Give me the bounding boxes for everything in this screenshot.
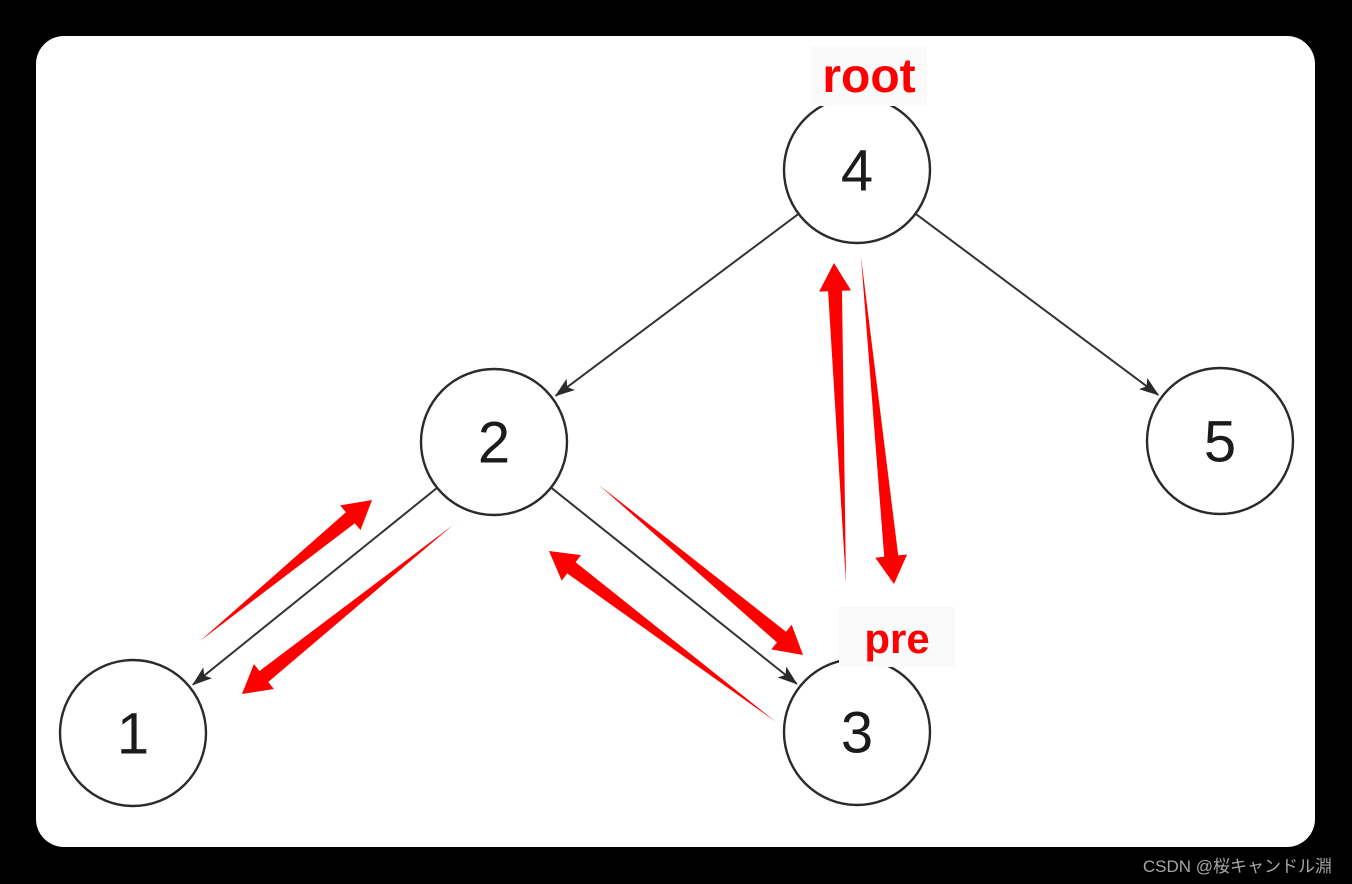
node-label-5: 5 — [1204, 409, 1236, 474]
traversal-arrow-up-1-to-2 — [200, 500, 372, 641]
tree-node-2: 2 — [419, 367, 569, 517]
node-circle-5 — [1145, 366, 1295, 516]
tree-edge-4-2 — [554, 213, 799, 397]
node-label-4: 4 — [841, 138, 873, 203]
annotation-pre: pre — [864, 615, 929, 662]
node-label-2: 2 — [478, 410, 510, 475]
diagram-panel — [36, 36, 1315, 847]
tree-node-4: 4 — [782, 95, 932, 245]
annotations-layer: root pre — [811, 46, 955, 667]
traversal-arrows-layer — [200, 257, 908, 722]
tree-node-5: 5 — [1145, 366, 1295, 516]
traversal-arrow-down-4-to-pre — [861, 257, 908, 584]
traversal-arrow-up-3-to-4 — [819, 263, 851, 584]
node-circle-1 — [58, 658, 208, 808]
annotation-box — [811, 46, 927, 106]
annotation-box — [839, 607, 955, 667]
traversal-arrow-up-3-to-2 — [549, 551, 776, 722]
node-label-3: 3 — [841, 700, 873, 765]
watermark: CSDN @桜キャンドル淵 — [1143, 857, 1332, 876]
tree-edge-2-1 — [192, 487, 438, 686]
tree-nodes-layer: 4 2 5 1 3 — [58, 95, 1295, 808]
tree-edge-4-5 — [915, 213, 1160, 396]
annotation-root: root — [822, 50, 915, 103]
node-circle-2 — [419, 367, 569, 517]
tree-node-3: 3 — [782, 657, 932, 807]
tree-edges-layer — [192, 213, 1160, 686]
traversal-arrow-down-2-to-3 — [599, 485, 803, 655]
node-label-1: 1 — [117, 701, 149, 766]
tree-edge-2-3 — [551, 487, 798, 685]
traversal-arrow-down-2-to-1 — [242, 525, 453, 694]
tree-node-1: 1 — [58, 658, 208, 808]
